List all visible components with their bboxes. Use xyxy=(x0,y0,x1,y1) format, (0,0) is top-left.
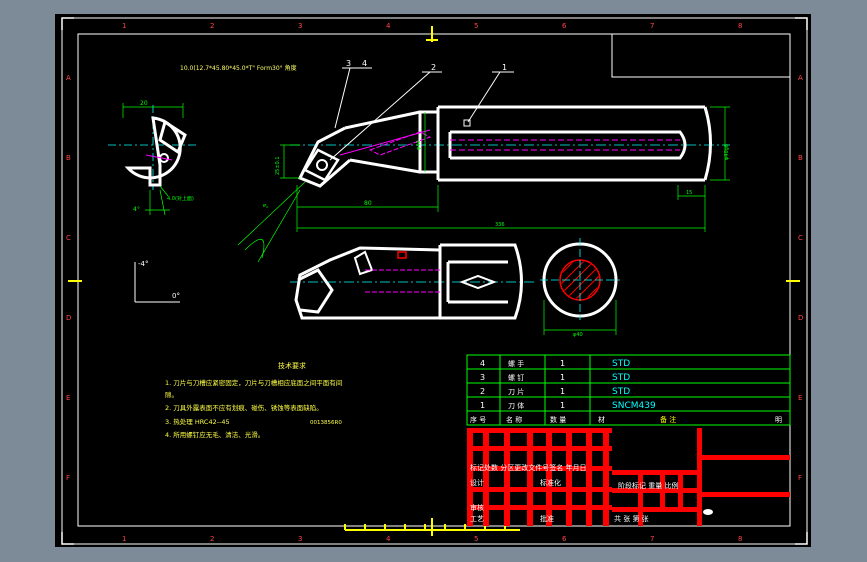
svg-text:刀 片: 刀 片 xyxy=(508,387,524,396)
svg-text:F: F xyxy=(66,474,70,482)
svg-text:6: 6 xyxy=(562,535,567,543)
svg-text:STD: STD xyxy=(612,387,630,397)
svg-text:C: C xyxy=(798,234,803,242)
svg-text:8: 8 xyxy=(738,535,742,543)
svg-text:序 号: 序 号 xyxy=(470,415,486,424)
svg-text:C: C xyxy=(66,234,71,242)
svg-text:4: 4 xyxy=(386,535,391,543)
svg-text:1: 1 xyxy=(480,401,485,410)
note-ref-code: 0013856R0 xyxy=(310,420,342,426)
main-view: 3 4 2 1 80 336 15 φ40g6 φ40 25±0.1 4° xyxy=(237,59,730,263)
top-note: 10.0(12.7*45.80*45.0*T" Form30° 角度 xyxy=(180,64,297,72)
dim-angle-label: 4.0(对上面) xyxy=(167,195,194,202)
title-block: 标记处数 分区更改文件号签名 年月日 设计 标准化 阶段标记 重量 比例 审核 … xyxy=(467,428,790,526)
balloon-1: 1 xyxy=(502,63,507,72)
svg-text:3: 3 xyxy=(298,535,302,543)
svg-text:1: 1 xyxy=(560,373,565,382)
svg-text:备 注: 备 注 xyxy=(660,415,676,424)
svg-text:7: 7 xyxy=(650,22,654,30)
svg-text:1: 1 xyxy=(122,535,126,543)
dim-width-left: 20 xyxy=(140,100,148,107)
svg-text:1: 1 xyxy=(560,359,565,368)
svg-text:2: 2 xyxy=(210,535,214,543)
balloon-3: 3 xyxy=(346,59,351,68)
notes-heading: 技术要求 xyxy=(278,361,306,370)
svg-text:螺 手: 螺 手 xyxy=(508,359,524,368)
svg-text:3: 3 xyxy=(480,373,485,382)
svg-text:E: E xyxy=(798,394,802,402)
svg-text:刀 体: 刀 体 xyxy=(508,401,524,410)
svg-text:F: F xyxy=(798,474,802,482)
dim-height-25: 25±0.1 xyxy=(275,156,281,175)
svg-text:SNCM439: SNCM439 xyxy=(612,401,656,411)
note-line-5: 4. 所用螺钉应无毛、清洁、光滑。 xyxy=(165,430,264,439)
outer-frame xyxy=(61,17,808,545)
code-box xyxy=(611,34,790,78)
svg-text:STD: STD xyxy=(612,373,630,383)
technical-notes: 技术要求 1. 刀片与刀槽应紧密固定，刀片与刀槽相应底面之间平面有间 隙。 2.… xyxy=(165,361,342,439)
svg-text:3: 3 xyxy=(298,22,302,30)
dim-dia-section: φ40 xyxy=(573,332,583,338)
dim-dia-40: φ40 xyxy=(416,140,422,150)
note-line-4: 3. 热处理 HRC42--45 xyxy=(165,417,230,426)
bottom-view xyxy=(290,243,535,320)
tb-sheets: 共 张 第 张 xyxy=(614,514,649,523)
svg-text:1: 1 xyxy=(122,22,126,30)
balloon-2: 2 xyxy=(431,63,436,72)
svg-text:材: 材 xyxy=(598,415,605,424)
svg-text:B: B xyxy=(66,154,71,162)
svg-text:D: D xyxy=(66,314,71,322)
dim-dia-shank: φ40g6 xyxy=(724,144,730,160)
svg-text:1: 1 xyxy=(560,401,565,410)
angle-zero: 0° xyxy=(172,292,180,300)
svg-text:A: A xyxy=(66,74,71,82)
trim-marks xyxy=(61,17,808,545)
svg-text:名 称: 名 称 xyxy=(506,415,522,424)
centering-marks xyxy=(68,26,800,536)
tb-process: 工艺 xyxy=(470,515,484,523)
end-view: 20 4° 4.0(对上面) xyxy=(108,100,198,216)
svg-text:4: 4 xyxy=(386,22,391,30)
svg-text:7: 7 xyxy=(650,535,654,543)
svg-text:2: 2 xyxy=(480,387,485,396)
svg-text:8: 8 xyxy=(738,22,742,30)
dim-angle-side: 4° xyxy=(260,203,268,212)
svg-text:B: B xyxy=(798,154,803,162)
angle-symbol: -4° 0° xyxy=(134,260,180,303)
note-line-2: 隙。 xyxy=(165,390,178,399)
tb-approve: 批准 xyxy=(540,514,554,523)
dim-angle-4: 4° xyxy=(133,206,140,213)
svg-text:数 量: 数 量 xyxy=(550,415,566,424)
tb-review: 审核 xyxy=(470,503,484,512)
tb-designer: 设计 xyxy=(470,478,484,487)
dim-len-total: 336 xyxy=(495,222,505,228)
svg-text:2: 2 xyxy=(210,22,214,30)
tb-stage: 阶段标记 重量 比例 xyxy=(618,481,678,490)
note-line-3: 2. 刀具外露表面不应有划痕、碰伤、锈蚀等表面缺陷。 xyxy=(165,403,323,412)
bom-table: 4 3 2 1 螺 手 螺 钉 刀 片 刀 体 1 1 1 1 STD STD … xyxy=(466,354,791,426)
drawing-paper xyxy=(55,14,811,547)
svg-text:D: D xyxy=(798,314,803,322)
svg-text:螺 钉: 螺 钉 xyxy=(508,373,524,382)
svg-text:5: 5 xyxy=(474,22,478,30)
svg-text:明: 明 xyxy=(775,416,782,424)
tb-row1: 标记处数 分区更改文件号签名 年月日 xyxy=(470,463,586,472)
angle-neg4: -4° xyxy=(138,260,148,268)
note-line-1: 1. 刀片与刀槽应紧密固定，刀片与刀槽相应底面之间平面有间 xyxy=(165,378,342,387)
svg-text:E: E xyxy=(66,394,70,402)
tb-standard: 标准化 xyxy=(540,478,561,487)
zone-letters: A B C D E F A B C D E F xyxy=(66,74,803,482)
zone-numbers: 1 2 3 4 5 6 7 8 1 2 3 4 5 6 7 8 xyxy=(122,22,742,543)
svg-text:5: 5 xyxy=(474,535,478,543)
svg-text:STD: STD xyxy=(612,359,630,369)
svg-text:1: 1 xyxy=(560,387,565,396)
dim-len-15: 15 xyxy=(686,190,692,196)
svg-text:4: 4 xyxy=(480,359,485,368)
dim-len-80: 80 xyxy=(364,200,372,207)
svg-text:6: 6 xyxy=(562,22,567,30)
balloon-4: 4 xyxy=(362,59,367,68)
svg-text:A: A xyxy=(798,74,803,82)
